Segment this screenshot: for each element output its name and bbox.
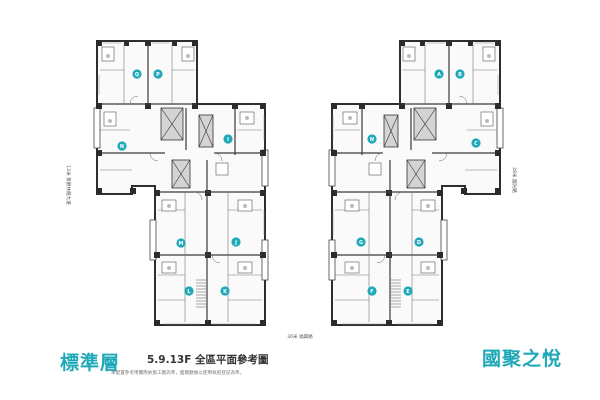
building-west (93, 39, 269, 327)
unit-markers-east: A B N C G D F E (356, 69, 481, 296)
unit-label: D (417, 240, 421, 246)
unit-label: K (223, 289, 228, 295)
unit-label: N (370, 137, 374, 143)
unit-label: N (120, 144, 124, 150)
unit-label: C (474, 141, 478, 147)
unit-label: G (359, 240, 363, 246)
brand-logo: 國聚之悅 (482, 348, 563, 370)
disclaimer-note: 本配置參考用實際依施工圖為準，面積數據以使用執照登記為準。 (111, 371, 245, 376)
page-title: 標準層 (60, 352, 121, 374)
unit-label: E (406, 289, 410, 295)
unit-label: P (156, 72, 160, 78)
unit-label: F (370, 289, 373, 295)
building-east (328, 39, 504, 327)
unit-label: J (234, 240, 237, 246)
road-label-bottom: 30米 福興路 (287, 333, 313, 340)
unit-label: B (458, 72, 462, 78)
unit-markers-west: Q P N I M J L K (117, 69, 241, 296)
unit-label: Q (135, 72, 139, 78)
road-label-right: 28米 國光路 (511, 167, 518, 193)
plan-subtitle: 5.9.13F 全區平面參考圖 (147, 354, 269, 366)
unit-label: L (187, 289, 191, 295)
unit-label: A (437, 72, 441, 78)
unit-label: M (179, 241, 184, 247)
road-label-left: 12米 景觀林蔭大道 (65, 165, 72, 205)
unit-label: I (227, 137, 229, 143)
